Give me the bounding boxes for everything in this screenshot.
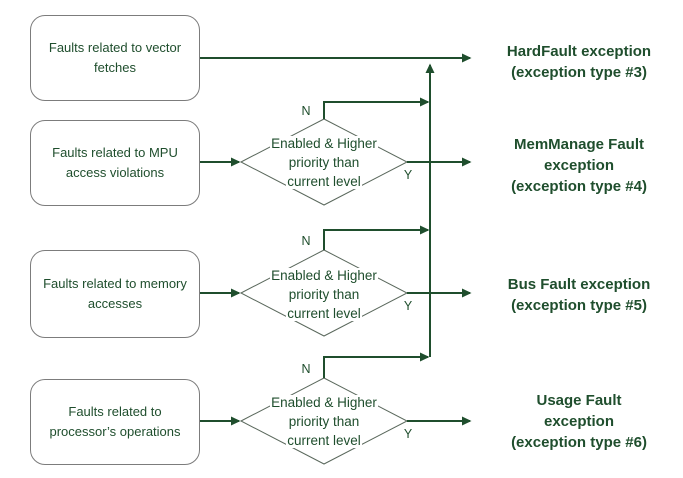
exception-label-memmanage: MemManage Fault exception (exception typ… [489,134,669,197]
yes-label-busfault: Y [403,299,413,313]
exception-label-line: (exception type #5) [511,297,647,314]
source-box-memory-accesses: Faults related to memory accesses [30,250,200,338]
exception-label-line: MemManage Fault [513,136,645,153]
arrow-no-memmanage [323,97,430,119]
source-box-mpu-violations: Faults related to MPU access violations [30,120,200,206]
source-box-label-line: Faults related to memory [43,276,187,291]
decision-label-line: Enabled & Higher [270,395,378,410]
source-box-label-line: Faults related to vector [48,40,182,55]
decision-label-line: current level [286,433,362,448]
decision-label-memmanage: Enabled & Higher priority than current l… [254,134,394,191]
source-box-label-line: Faults related to [68,404,162,419]
exception-label-line: HardFault exception [506,43,652,60]
decision-label-line: Enabled & Higher [270,136,378,151]
arrow-no-usagefault [323,352,430,378]
exception-label-line: exception [543,413,615,430]
source-box-label-line: Faults related to MPU [52,145,178,160]
exception-label-busfault: Bus Fault exception (exception type #5) [489,274,669,316]
exception-label-line: exception [543,157,615,174]
exception-label-line: (exception type #3) [511,64,647,81]
source-box-label-line: fetches [94,60,136,75]
exception-label-line: (exception type #4) [511,178,647,195]
no-label-usagefault: N [301,362,311,376]
exception-label-line: Usage Fault [536,392,622,409]
yes-label-memmanage: Y [403,168,413,182]
source-box-vector-fetches: Faults related to vector fetches [30,15,200,101]
exception-label-usagefault: Usage Fault exception (exception type #6… [489,390,669,453]
arrow-no-busfault [323,225,430,250]
decision-label-line: priority than [287,155,361,170]
no-label-memmanage: N [301,104,311,118]
decision-label-line: Enabled & Higher [270,268,378,283]
decision-label-line: current level [286,174,362,189]
source-box-processor-operations: Faults related to processor’s operations [30,379,200,465]
yes-label-usagefault: Y [403,427,413,441]
no-label-busfault: N [301,234,311,248]
source-box-label-line: access violations [65,165,165,180]
exception-label-line: (exception type #6) [511,434,647,451]
decision-label-line: priority than [287,414,361,429]
source-box-label-line: accesses [87,296,143,311]
decision-label-busfault: Enabled & Higher priority than current l… [254,266,394,323]
decision-label-line: priority than [287,287,361,302]
exception-label-line: Bus Fault exception [507,276,651,293]
decision-label-usagefault: Enabled & Higher priority than current l… [254,393,394,450]
decision-label-line: current level [286,306,362,321]
source-box-label-line: processor’s operations [49,424,181,439]
exception-label-hardfault: HardFault exception (exception type #3) [489,41,669,83]
